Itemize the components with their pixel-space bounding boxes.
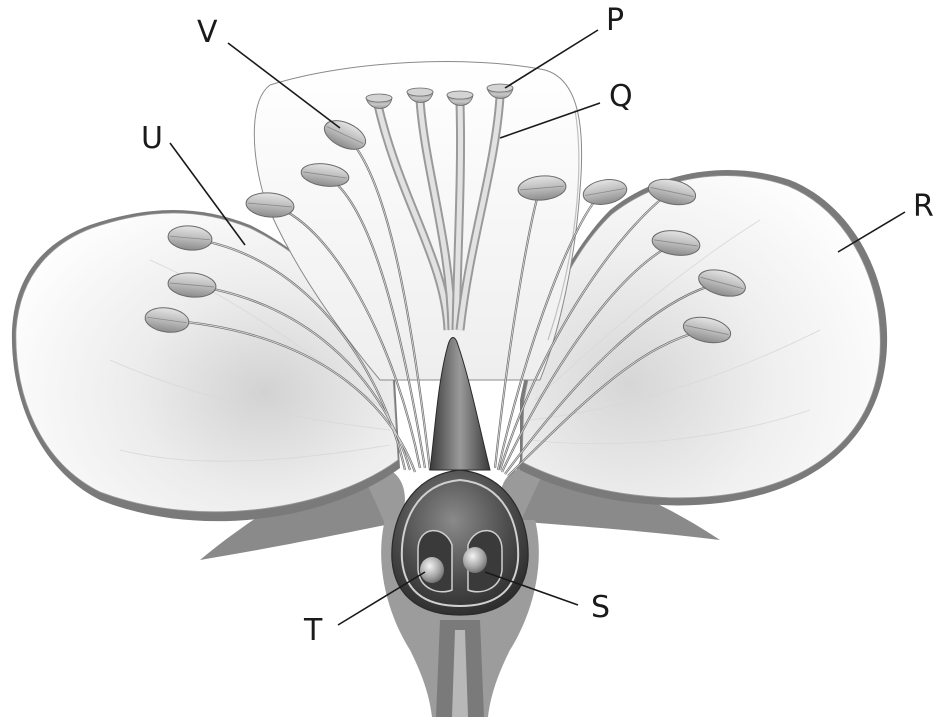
left-petal (11, 210, 400, 522)
label-v: V (197, 15, 218, 50)
leader-r (837, 211, 906, 253)
leader-lines (169, 29, 906, 626)
leader-s (484, 571, 579, 606)
ovule-right (463, 547, 487, 573)
stigmas (365, 83, 514, 109)
label-p: P (606, 3, 624, 38)
pistil (391, 337, 529, 616)
label-s: S (591, 590, 610, 625)
label-u: U (141, 121, 163, 156)
labels: V P Q U R T S (141, 3, 934, 648)
label-t: T (303, 613, 323, 648)
leader-v (227, 42, 341, 129)
leader-u (169, 142, 246, 246)
leader-t (337, 571, 426, 626)
label-q: Q (609, 79, 633, 114)
leader-p (504, 29, 599, 89)
ovule-left (420, 557, 444, 583)
styles (373, 96, 505, 331)
label-r: R (913, 189, 934, 224)
anthers (144, 120, 746, 344)
leader-q (499, 102, 601, 139)
